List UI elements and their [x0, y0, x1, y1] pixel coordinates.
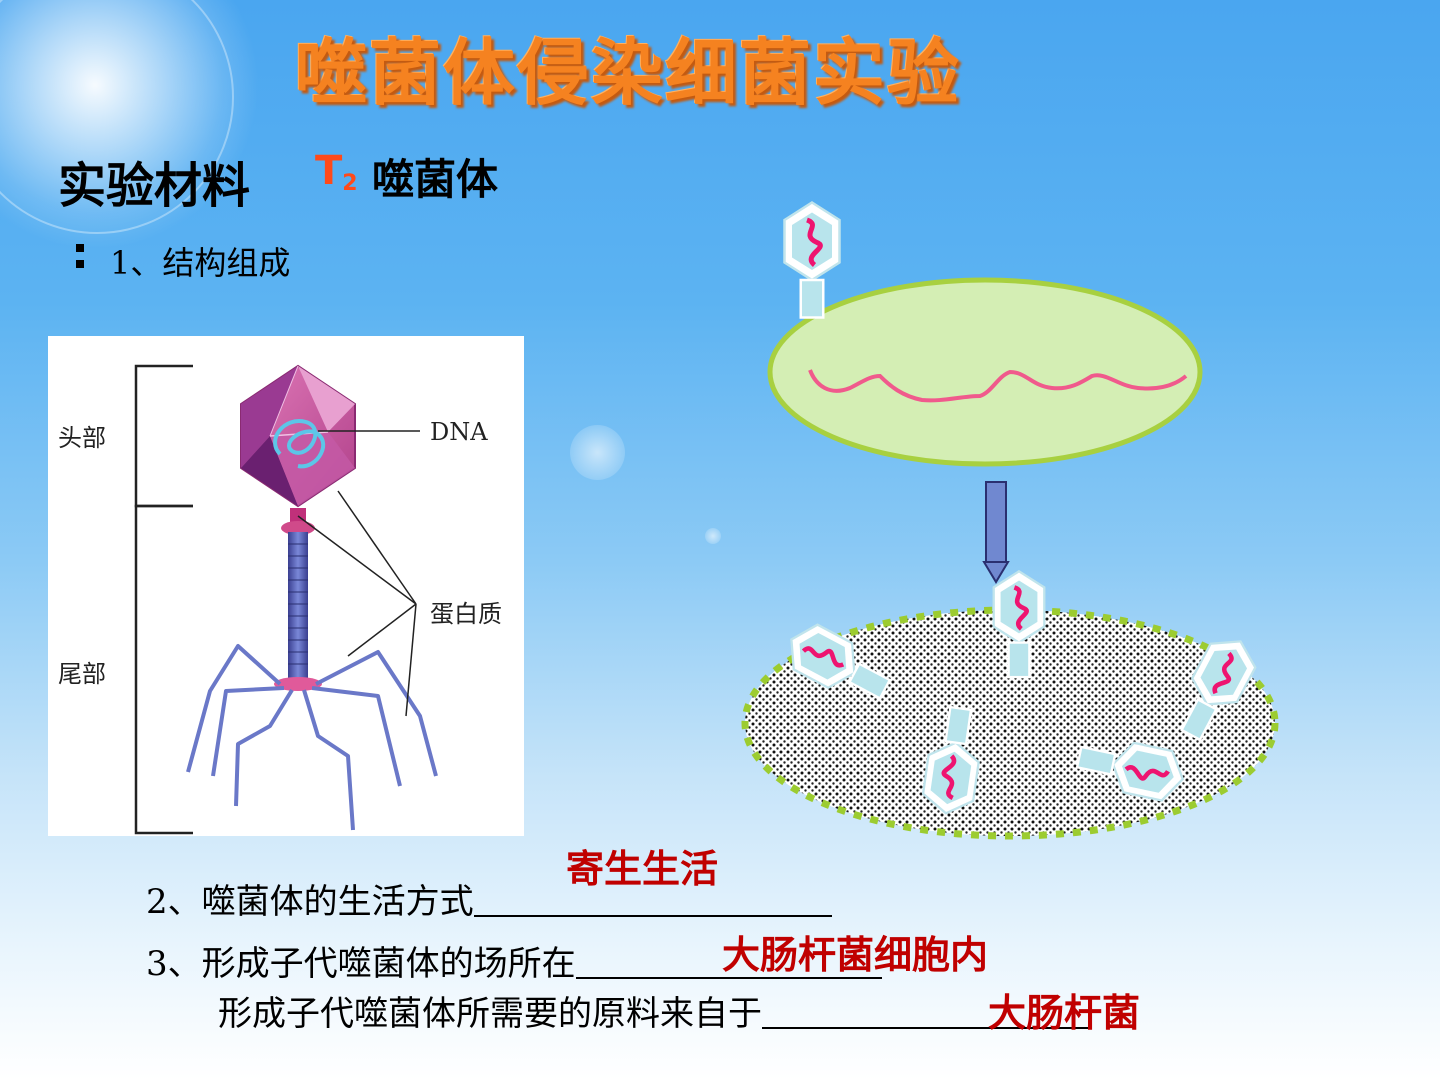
label-head: 头部 [58, 424, 106, 452]
question-3b-text: 形成子代噬菌体所需要的原料来自于 [218, 994, 762, 1034]
phage-illustration [134, 364, 438, 835]
slide-title: 噬菌体侵染细菌实验 [295, 31, 962, 115]
label-protein: 蛋白质 [430, 600, 502, 628]
material-letter-t: T [315, 148, 343, 194]
light-spot [570, 425, 625, 480]
question-2-blank [473, 885, 832, 917]
label-tail: 尾部 [58, 660, 106, 688]
question-3b-blank [762, 997, 1088, 1029]
question-2-text: 2、噬菌体的生活方式 [146, 882, 474, 922]
phage-structure-figure: 头部 尾部 DNA 蛋白质 [48, 336, 524, 836]
answer-2: 寄生生活 [566, 847, 719, 891]
answer-3: 大肠杆菌细胞内 [722, 933, 989, 977]
label-dna: DNA [430, 418, 488, 446]
item-structure: 1、结构组成 [110, 244, 291, 282]
infection-diagram [741, 190, 1279, 840]
bullet-icon [76, 244, 84, 268]
question-3b: 形成子代噬菌体所需要的原料来自于 [218, 986, 1088, 1035]
light-spot [705, 528, 721, 544]
question-3: 3、形成子代噬菌体的场所在 [146, 936, 882, 985]
question-3-blank [575, 947, 882, 979]
material-name: 噬菌体 [372, 155, 499, 204]
section-label: 实验材料 [58, 158, 251, 214]
question-2: 2、噬菌体的生活方式 [146, 874, 832, 923]
question-3-text: 3、形成子代噬菌体的场所在 [146, 944, 576, 984]
answer-3b: 大肠杆菌 [988, 991, 1141, 1035]
material-subscript: 2 [342, 171, 358, 196]
material-letter: T2 [315, 148, 358, 196]
